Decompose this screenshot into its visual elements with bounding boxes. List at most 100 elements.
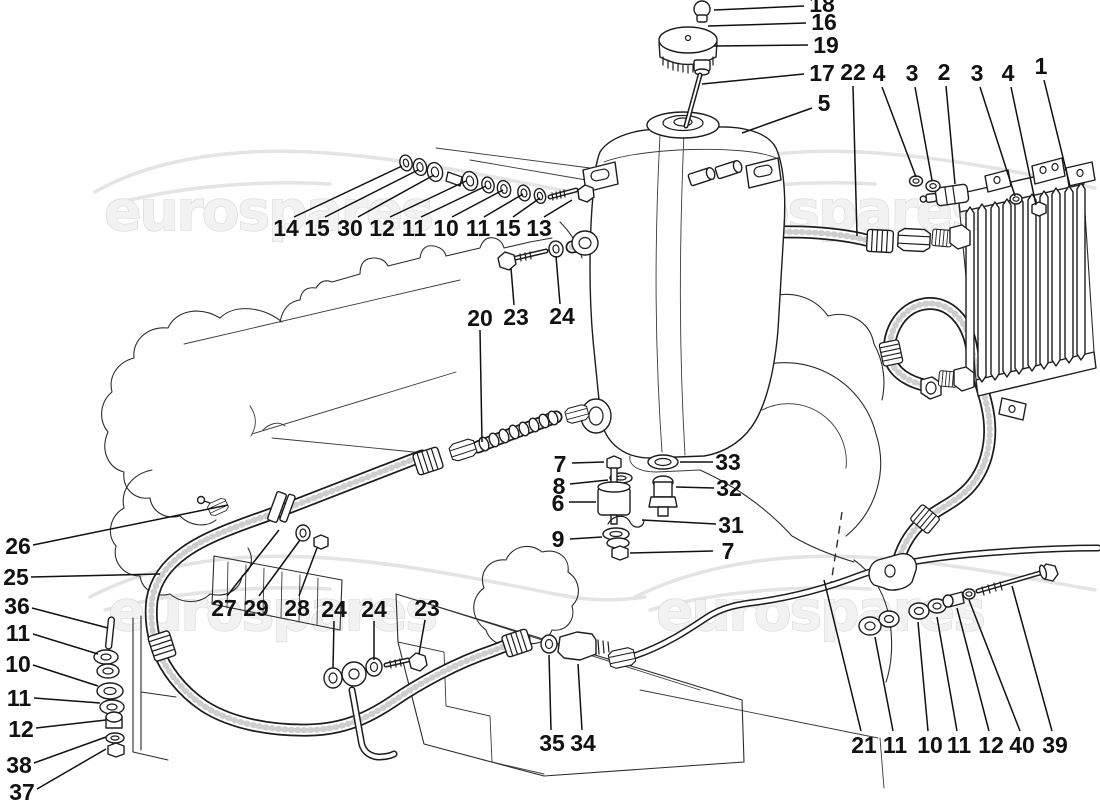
leader-line-20-21	[479, 329, 483, 443]
cooler-inlet-fitting	[931, 224, 971, 250]
part-label-29-42: 29	[243, 595, 269, 621]
sender-32	[648, 475, 678, 517]
leader-line-16-1	[707, 22, 807, 27]
part-label-5-4: 5	[818, 90, 831, 116]
bolt-13	[547, 184, 595, 203]
part-label-38-39: 38	[6, 752, 32, 778]
part-label-21-49: 21	[851, 732, 877, 758]
part-label-15-19: 15	[495, 215, 521, 241]
oil-cooler	[908, 157, 1097, 421]
part-label-10-36: 10	[5, 651, 31, 677]
leader-line-23-46	[418, 619, 426, 655]
part-label-40-54: 40	[1009, 732, 1035, 758]
hose-rib-fitting	[865, 228, 895, 254]
part-label-11-16: 11	[402, 215, 427, 241]
leader-line-39-55	[1011, 585, 1053, 732]
part-label-11-35: 11	[6, 620, 31, 646]
tank-outlet	[563, 398, 612, 434]
leader-line-34-48	[577, 663, 583, 731]
part-label-2-8: 2	[938, 59, 951, 85]
leader-line-4-6	[881, 86, 917, 178]
washer-row	[399, 154, 595, 205]
seal-ring-33	[647, 454, 679, 470]
part-label-15-13: 15	[304, 215, 330, 241]
leader-line-5-4	[741, 107, 813, 134]
leader-line-36-34	[31, 607, 109, 629]
part-label-12-15: 12	[369, 215, 395, 241]
leader-line-26-32	[32, 504, 229, 546]
part-label-33-25: 33	[715, 449, 741, 475]
part-label-35-47: 35	[539, 730, 565, 756]
cooler-fins	[965, 182, 1086, 386]
cooler-seals-and-nuts	[908, 175, 1047, 217]
leader-line-2-8	[945, 85, 956, 185]
dipstick-assembly	[658, 0, 718, 129]
leader-line-12-38	[35, 719, 107, 729]
washer-29	[295, 524, 311, 542]
part-label-18-0: 18	[809, 0, 835, 17]
leader-line-35-47	[548, 654, 552, 731]
leader-line-12-53	[956, 607, 990, 732]
part-label-28-43: 28	[284, 595, 310, 621]
union-fitting	[540, 631, 637, 670]
return-rib-fitting	[878, 338, 904, 368]
part-label-25-33: 25	[3, 564, 29, 590]
part-label-9-30: 9	[552, 526, 565, 552]
part-label-13-20: 13	[526, 215, 552, 241]
leader-line-40-54	[968, 599, 1021, 732]
leader-line-12-15	[389, 180, 467, 218]
leader-line-3-9	[979, 86, 1016, 197]
leader-line-15-19	[512, 197, 541, 218]
part-label-16-1: 16	[811, 9, 837, 35]
leader-line-7-24	[571, 461, 605, 464]
part-label-37-40: 37	[9, 779, 35, 800]
leader-line-32-27	[675, 486, 715, 489]
part-label-10-51: 10	[917, 732, 943, 758]
part-label-36-34: 36	[4, 593, 30, 619]
part-label-7-24: 7	[554, 451, 567, 477]
oil-reservoir-tank	[563, 111, 786, 473]
leader-line-18-0	[713, 5, 805, 11]
cooler-mount-brackets	[984, 157, 1096, 421]
braid-coils	[478, 410, 559, 452]
filler-cap	[658, 26, 718, 74]
mounting-bracket	[132, 615, 177, 761]
leader-line-22-5	[852, 85, 858, 237]
part-label-39-55: 39	[1042, 732, 1068, 758]
part-label-11-50: 11	[883, 732, 908, 758]
part-label-19-2: 19	[813, 32, 839, 58]
pipe-bracket-tab	[868, 553, 917, 591]
engine-block-outline	[101, 147, 893, 789]
part-label-24-44: 24	[321, 596, 347, 622]
leader-line-24-23	[555, 255, 561, 305]
part-label-8-26: 8	[553, 473, 566, 499]
leader-line-14-12	[293, 165, 403, 218]
part-label-26-32: 26	[5, 533, 31, 559]
part-label-11-18: 11	[466, 215, 491, 241]
leader-line-7-31	[629, 550, 714, 554]
leader-line-3-7	[914, 86, 933, 181]
leader-line-15-13	[324, 169, 419, 218]
braid-hex-fitting	[447, 437, 479, 463]
tank-stub	[687, 166, 716, 187]
hose-rib-fitting	[500, 627, 534, 659]
small-parts	[93, 154, 1059, 758]
cap-fitting	[693, 59, 711, 76]
braid-rib-fitting	[411, 445, 445, 477]
banjo-bolt-23	[497, 240, 564, 271]
leader-line-9-30	[569, 536, 603, 540]
leader-line-8-26	[569, 479, 609, 485]
leader-line-11-52	[936, 616, 958, 732]
leader-line-11-35	[32, 633, 99, 655]
filler-neck	[646, 111, 720, 139]
leader-line-11-18	[483, 193, 524, 218]
part-label-6-28: 6	[552, 490, 565, 516]
leader-line-17-3	[701, 73, 805, 85]
cooler-outlet-fitting	[937, 366, 975, 392]
center-parts-stack	[597, 454, 679, 561]
tank-stub	[714, 159, 743, 180]
leader-line-28-43	[298, 547, 318, 597]
